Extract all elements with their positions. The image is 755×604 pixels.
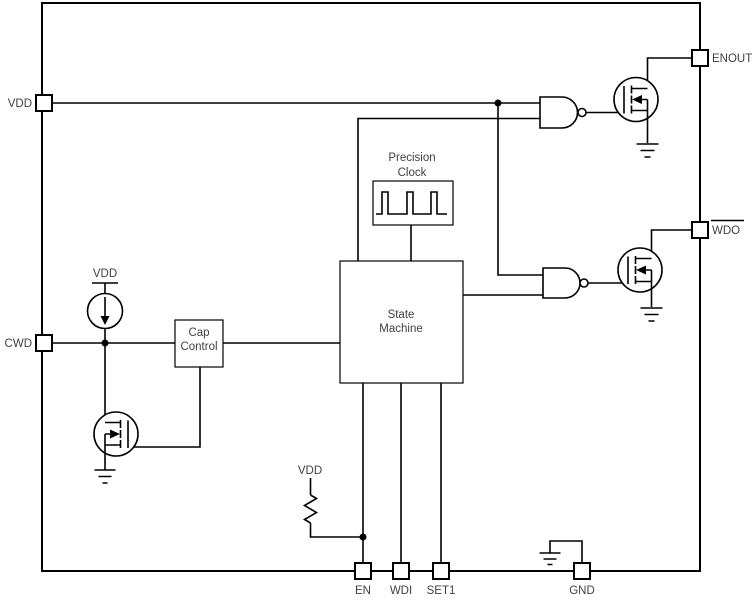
pin-enout-label: ENOUT [712, 53, 752, 65]
current-source-arrowhead [100, 316, 110, 325]
state-machine-label-line2: Machine [379, 323, 422, 335]
pin-set1: SET1 [427, 562, 456, 597]
cap-control-label-line1: Cap [188, 327, 209, 339]
interconnect-wires [52, 57, 692, 563]
nmos-wdo [617, 247, 663, 322]
nmos-terminals [631, 87, 649, 112]
net-gnd [549, 540, 583, 563]
net-vdd-branch-to-wdo-gate [497, 103, 543, 276]
nand-gate-enout [539, 96, 587, 129]
ground-symbol [539, 552, 561, 566]
net-cap-control-to-mosfet-gate [128, 367, 201, 448]
junction-dot [359, 533, 367, 541]
nmos-body-arrow [636, 265, 646, 275]
pin-cwd-square [35, 334, 53, 352]
state-machine-block: State Machine [339, 260, 464, 384]
cap-control-label-line2: Control [180, 341, 217, 353]
net-wdo-drain [650, 229, 692, 259]
pin-wdo-square [691, 221, 709, 239]
pin-enout: ENOUT [691, 49, 752, 67]
nand-body [542, 267, 581, 299]
pin-wdo-label: WDO [712, 225, 740, 237]
pin-en: EN [354, 562, 372, 597]
nmos-terminals [635, 257, 653, 283]
clock-waveform-icon [376, 191, 447, 215]
cap-control-block: Cap Control [174, 319, 224, 368]
pin-cwd: CWD [5, 334, 53, 352]
current-source-vdd-label: VDD [93, 268, 117, 280]
nmos-body-arrow [110, 429, 120, 439]
pin-wdo: WDO [691, 219, 744, 239]
state-machine-box [339, 260, 464, 384]
resistor-zigzag [302, 494, 319, 524]
nmos-cap-discharge [93, 411, 139, 484]
pin-cwd-label: CWD [5, 338, 32, 350]
nand-body [539, 96, 579, 129]
net-pullup-to-en [309, 523, 363, 538]
net-enable-to-nand [357, 117, 540, 261]
pin-vdd-square [35, 94, 53, 112]
current-source: VDD [86, 268, 124, 330]
nmos-terminals [104, 421, 121, 446]
pin-gnd-label: GND [569, 585, 595, 597]
ground-symbol [94, 469, 116, 484]
pin-gnd-square [573, 562, 591, 580]
pin-enout-square [691, 49, 709, 67]
pin-wdi-label: WDI [390, 585, 412, 597]
precision-clock-label-line1: Precision [388, 152, 435, 164]
nand-inverter-bubble [577, 107, 587, 118]
nmos-body-arrow [632, 95, 642, 104]
pin-gnd: GND [569, 562, 595, 597]
precision-clock-label-line2: Clock [398, 167, 427, 179]
ground-symbol [636, 143, 659, 158]
cap-control-box [174, 319, 224, 368]
nand-inverter-bubble [579, 278, 589, 288]
pullup-resistor: VDD [298, 465, 322, 524]
pin-en-square [354, 562, 372, 580]
ground-symbol [640, 307, 663, 322]
precision-clock-block: Precision Clock [372, 152, 454, 226]
state-machine-label-line1: State [388, 309, 415, 321]
pin-en-label: EN [355, 585, 371, 597]
pin-vdd: VDD [8, 94, 53, 112]
pullup-vdd-label: VDD [298, 465, 322, 477]
net-enout-drain [646, 57, 692, 89]
nand-gate-wdo [542, 267, 589, 299]
pin-wdi-square [392, 562, 410, 580]
junction-dot [101, 339, 109, 347]
pin-vdd-label: VDD [8, 98, 32, 110]
pin-set1-square [432, 562, 450, 580]
pin-set1-label: SET1 [427, 585, 456, 597]
junction-dot [494, 99, 502, 107]
nmos-enout [613, 76, 659, 158]
pin-wdi: WDI [390, 562, 412, 597]
